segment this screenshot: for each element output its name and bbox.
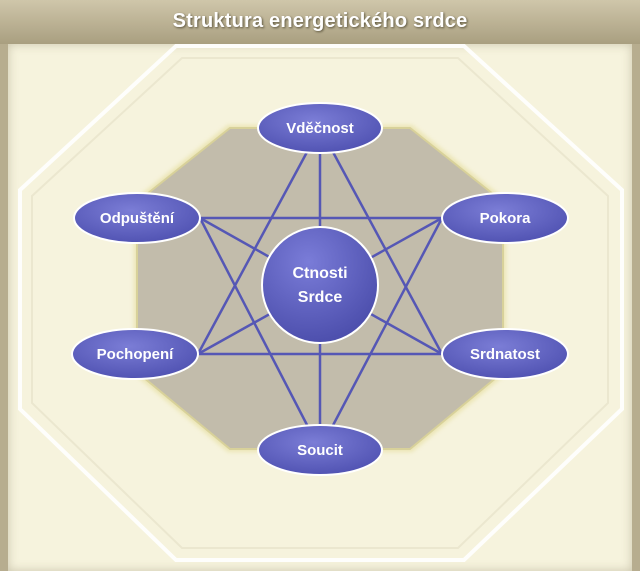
node-upper-left-label: Odpuštění — [100, 210, 175, 227]
line-top-lowerleft — [196, 127, 322, 355]
center-node-line2: Srdce — [298, 289, 343, 306]
outer-octagon — [18, 44, 624, 562]
line-bottom-upperright — [318, 217, 444, 451]
node-bottom: Soucit — [257, 424, 383, 476]
center-node: Ctnosti Srdce — [261, 226, 379, 344]
node-lower-right: Srdnatost — [441, 328, 569, 380]
title-bar: Struktura energetického srdce — [0, 0, 640, 44]
node-upper-left: Odpuštění — [73, 192, 201, 244]
node-top: Vděčnost — [257, 102, 383, 154]
line-top-lowerright — [318, 127, 444, 355]
node-lower-left-label: Pochopení — [97, 346, 175, 363]
center-node-line1: Ctnosti — [292, 265, 347, 282]
diagram-title: Struktura energetického srdce — [172, 10, 468, 32]
node-upper-right-label: Pokora — [480, 210, 532, 227]
line-bottom-upperleft — [198, 217, 322, 451]
node-top-label: Vděčnost — [286, 120, 354, 137]
node-lower-left: Pochopení — [71, 328, 199, 380]
node-bottom-label: Soucit — [297, 442, 343, 459]
node-lower-right-label: Srdnatost — [470, 346, 540, 363]
outer-octagon-inner-line — [31, 57, 609, 549]
node-upper-right: Pokora — [441, 192, 569, 244]
